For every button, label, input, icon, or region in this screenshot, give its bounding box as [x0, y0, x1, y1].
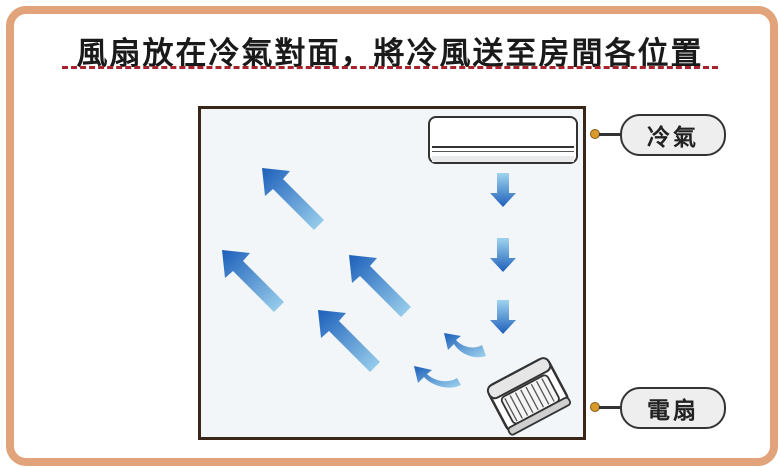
airflow-arrow-icon: [414, 366, 461, 388]
title-underline: [62, 66, 718, 69]
airflow-arrow-icon: [262, 168, 324, 230]
fan-label: 電扇: [620, 387, 726, 429]
ac-connector-line: [599, 133, 623, 136]
fan-connector-line: [599, 406, 623, 409]
airflow-arrow-icon: [349, 255, 411, 317]
airflow-arrow-icon: [490, 300, 516, 334]
electric-fan-icon: [486, 357, 572, 436]
ac-label: 冷氣: [620, 114, 726, 156]
airflow-arrow-icon: [318, 310, 380, 372]
airflow-arrow-icon: [222, 250, 284, 312]
airflow-arrow-icon: [490, 173, 516, 207]
airflow-arrow-icon: [490, 238, 516, 272]
airflow-arrow-icon: [444, 333, 486, 358]
air-conditioner-icon: [428, 116, 578, 164]
